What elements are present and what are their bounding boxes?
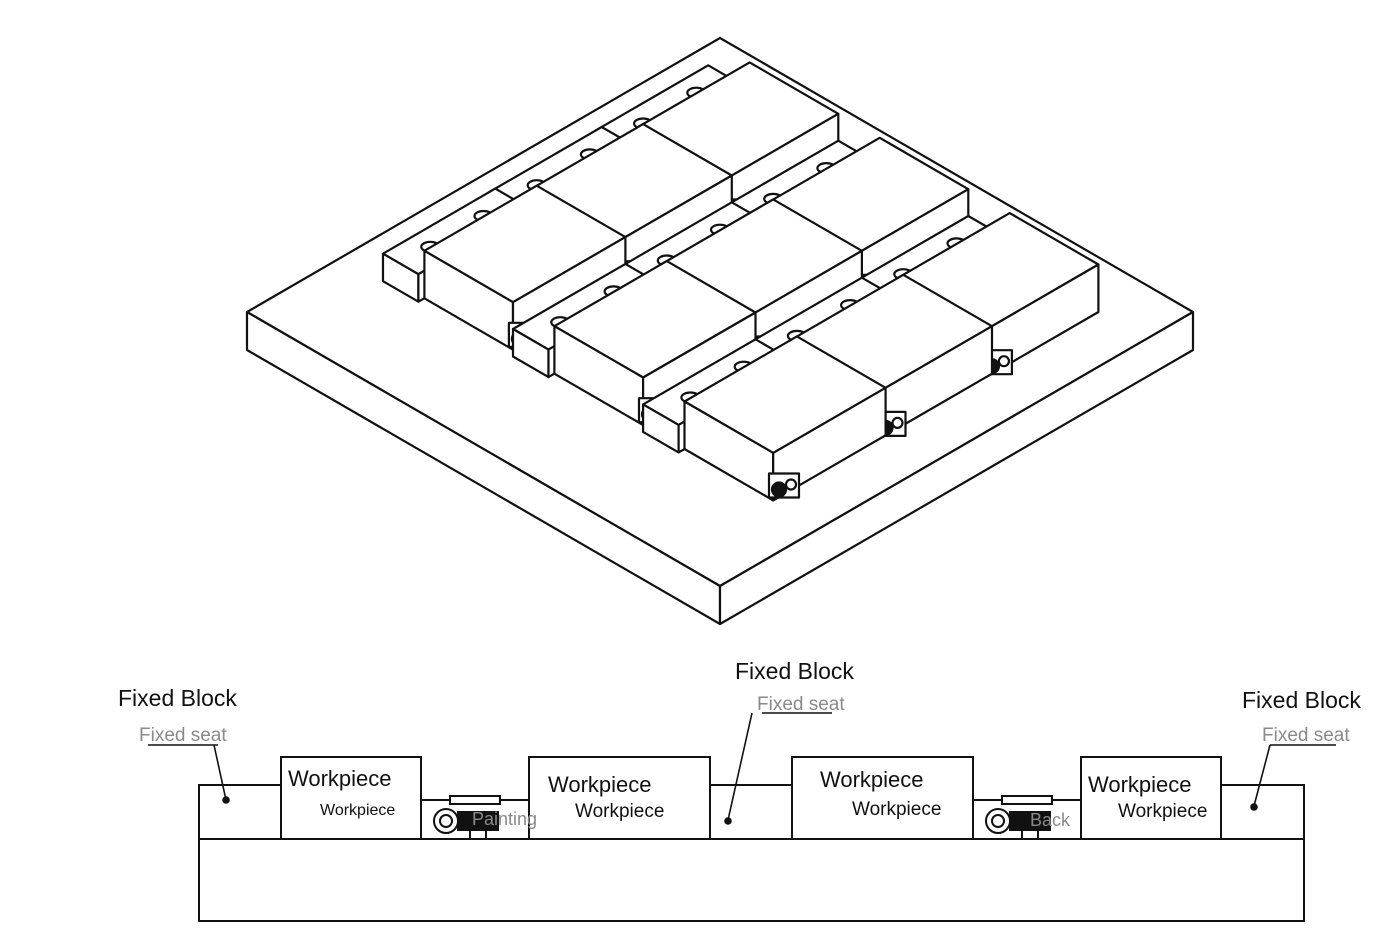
clamp-r2c2-cam	[770, 481, 788, 498]
workpiece-3-title: Workpiece	[820, 767, 924, 792]
screw-icon	[997, 355, 1011, 368]
fixed-seat-label-left: Fixed seat	[139, 725, 227, 746]
cam-clamp-icon	[433, 795, 501, 839]
fixed-block-label-center: Fixed Block	[735, 658, 854, 684]
workpiece-2	[528, 756, 711, 840]
fixed-block-label-right: Fixed Block	[1242, 687, 1361, 713]
screw-icon	[891, 416, 904, 429]
fixture-blocks	[381, 61, 1100, 502]
workpiece-r2c2-right-face	[772, 386, 887, 502]
workpiece-1	[280, 756, 422, 840]
fixed-seat-right	[1220, 784, 1305, 840]
workpiece-3	[791, 756, 974, 840]
workpiece-4	[1080, 756, 1222, 840]
workpiece-2-title: Workpiece	[548, 772, 652, 797]
workpiece-1-sub: Workpiece	[320, 802, 395, 819]
workpiece-4-title: Workpiece	[1088, 772, 1192, 797]
screw-icon	[784, 478, 798, 491]
fixed-seat-label-right: Fixed seat	[1262, 725, 1350, 746]
fixed-block-label-left: Fixed Block	[118, 685, 237, 711]
workpiece-1-title: Workpiece	[288, 766, 392, 791]
fixed-seat-center	[709, 784, 793, 840]
fixed-seat-label-center: Fixed seat	[757, 694, 845, 715]
workpiece-3-sub: Workpiece	[852, 799, 941, 820]
fixed-seat-left	[198, 784, 282, 840]
section-base-plate	[198, 838, 1305, 922]
leader-lines	[148, 712, 1336, 825]
workpiece-2-sub: Workpiece	[575, 801, 664, 822]
workpiece-4-sub: Workpiece	[1118, 801, 1207, 822]
clamp-label-right: Back	[1030, 810, 1071, 830]
cam-clamp-icon	[985, 795, 1053, 839]
clamp-label-left: Painting	[472, 809, 537, 829]
